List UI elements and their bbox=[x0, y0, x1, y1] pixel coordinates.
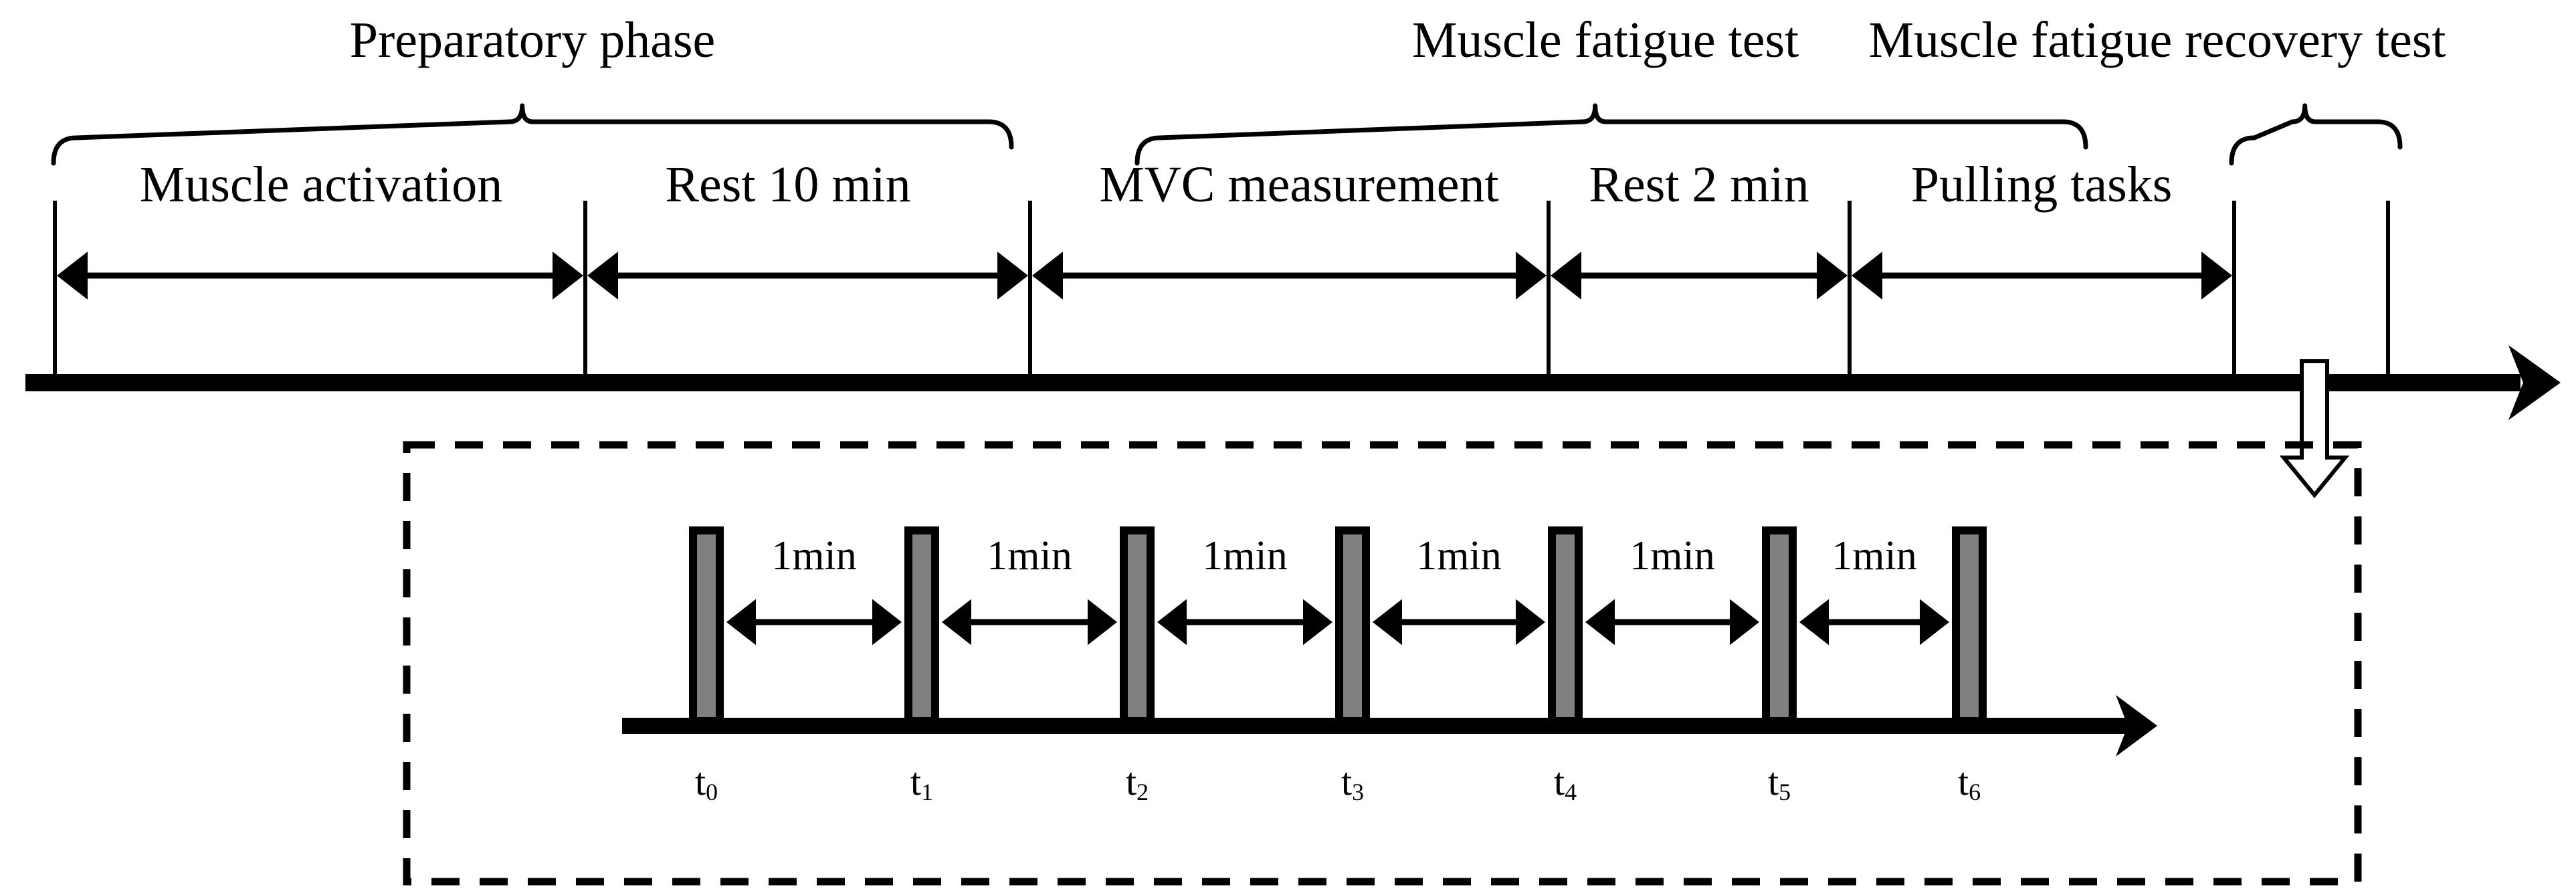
brace-preparatory-phase bbox=[51, 103, 1014, 166]
phase-label-rest-10-min: Rest 10 min bbox=[665, 157, 911, 213]
section-title-preparatory-phase: Preparatory phase bbox=[349, 12, 716, 68]
span-arrow-muscle-activation bbox=[57, 252, 583, 300]
time-point-letter: t bbox=[910, 760, 922, 803]
time-point-letter: t bbox=[1553, 760, 1565, 803]
brace-muscle-fatigue-test bbox=[1134, 103, 2088, 166]
detail-axis-baseline bbox=[622, 695, 2157, 757]
interval-arrow-t2-t3 bbox=[1157, 599, 1332, 646]
interval-arrow-t5-t6 bbox=[1799, 599, 1949, 646]
interval-label-t2-t3: 1min bbox=[1202, 533, 1288, 579]
interval-label-t3-t4: 1min bbox=[1416, 533, 1502, 579]
time-point-label-t3: t3 bbox=[1341, 760, 1364, 804]
time-point-index: 6 bbox=[1969, 778, 1981, 805]
interval-arrow-t0-t1 bbox=[726, 599, 902, 646]
phase-label-rest-2-min: Rest 2 min bbox=[1589, 157, 1809, 213]
time-point-label-t1: t1 bbox=[910, 760, 933, 804]
section-title-muscle-fatigue-test: Muscle fatigue test bbox=[1411, 12, 1799, 68]
time-point-bar-t6 bbox=[1952, 526, 1987, 725]
time-point-letter: t bbox=[694, 760, 706, 803]
span-arrow-pulling-tasks bbox=[1852, 252, 2232, 300]
interval-label-t5-t6: 1min bbox=[1831, 533, 1917, 579]
time-point-label-t4: t4 bbox=[1553, 760, 1577, 804]
detail-dashed-border bbox=[403, 441, 2362, 886]
time-point-label-t0: t0 bbox=[694, 760, 718, 804]
time-point-bar-t2 bbox=[1120, 526, 1155, 725]
time-point-bar-t3 bbox=[1335, 526, 1370, 725]
span-arrow-rest-10-min bbox=[587, 252, 1028, 300]
expand-down-arrow-icon bbox=[2279, 359, 2350, 498]
time-point-index: 0 bbox=[706, 778, 718, 805]
span-arrow-rest-2-min bbox=[1551, 252, 1848, 300]
time-point-bar-t4 bbox=[1548, 526, 1583, 725]
time-point-bar-t1 bbox=[904, 526, 939, 725]
time-point-label-t6: t6 bbox=[1957, 760, 1981, 804]
time-point-letter: t bbox=[1957, 760, 1969, 803]
time-point-index: 2 bbox=[1136, 778, 1149, 805]
time-point-bar-t5 bbox=[1762, 526, 1797, 725]
phase-label-mvc-measurement: MVC measurement bbox=[1099, 157, 1499, 213]
time-point-letter: t bbox=[1767, 760, 1779, 803]
time-point-letter: t bbox=[1125, 760, 1137, 803]
time-point-index: 5 bbox=[1779, 778, 1791, 805]
time-point-index: 4 bbox=[1565, 778, 1577, 805]
time-point-index: 3 bbox=[1352, 778, 1365, 805]
phase-label-muscle-activation: Muscle activation bbox=[139, 157, 503, 213]
phase-label-pulling-tasks: Pulling tasks bbox=[1910, 157, 2173, 213]
interval-arrow-t1-t2 bbox=[942, 599, 1117, 646]
brace-muscle-fatigue-recovery bbox=[2229, 103, 2403, 166]
time-point-label-t2: t2 bbox=[1125, 760, 1149, 804]
interval-label-t1-t2: 1min bbox=[987, 533, 1072, 579]
section-title-muscle-fatigue-recovery-test: Muscle fatigue recovery test bbox=[1868, 12, 2446, 68]
main-timeline-axis bbox=[25, 201, 2561, 498]
time-point-label-t5: t5 bbox=[1767, 760, 1791, 804]
main-timeline-baseline bbox=[25, 345, 2561, 420]
interval-label-t4-t5: 1min bbox=[1629, 533, 1715, 579]
time-point-bar-t0 bbox=[689, 526, 724, 725]
interval-label-t0-t1: 1min bbox=[771, 533, 857, 579]
interval-arrow-t4-t5 bbox=[1585, 599, 1759, 646]
section-braces bbox=[51, 103, 2403, 166]
span-arrow-mvc-measurement bbox=[1032, 252, 1547, 300]
time-point-index: 1 bbox=[921, 778, 934, 805]
time-point-letter: t bbox=[1341, 760, 1353, 803]
interval-arrow-t3-t4 bbox=[1373, 599, 1545, 646]
